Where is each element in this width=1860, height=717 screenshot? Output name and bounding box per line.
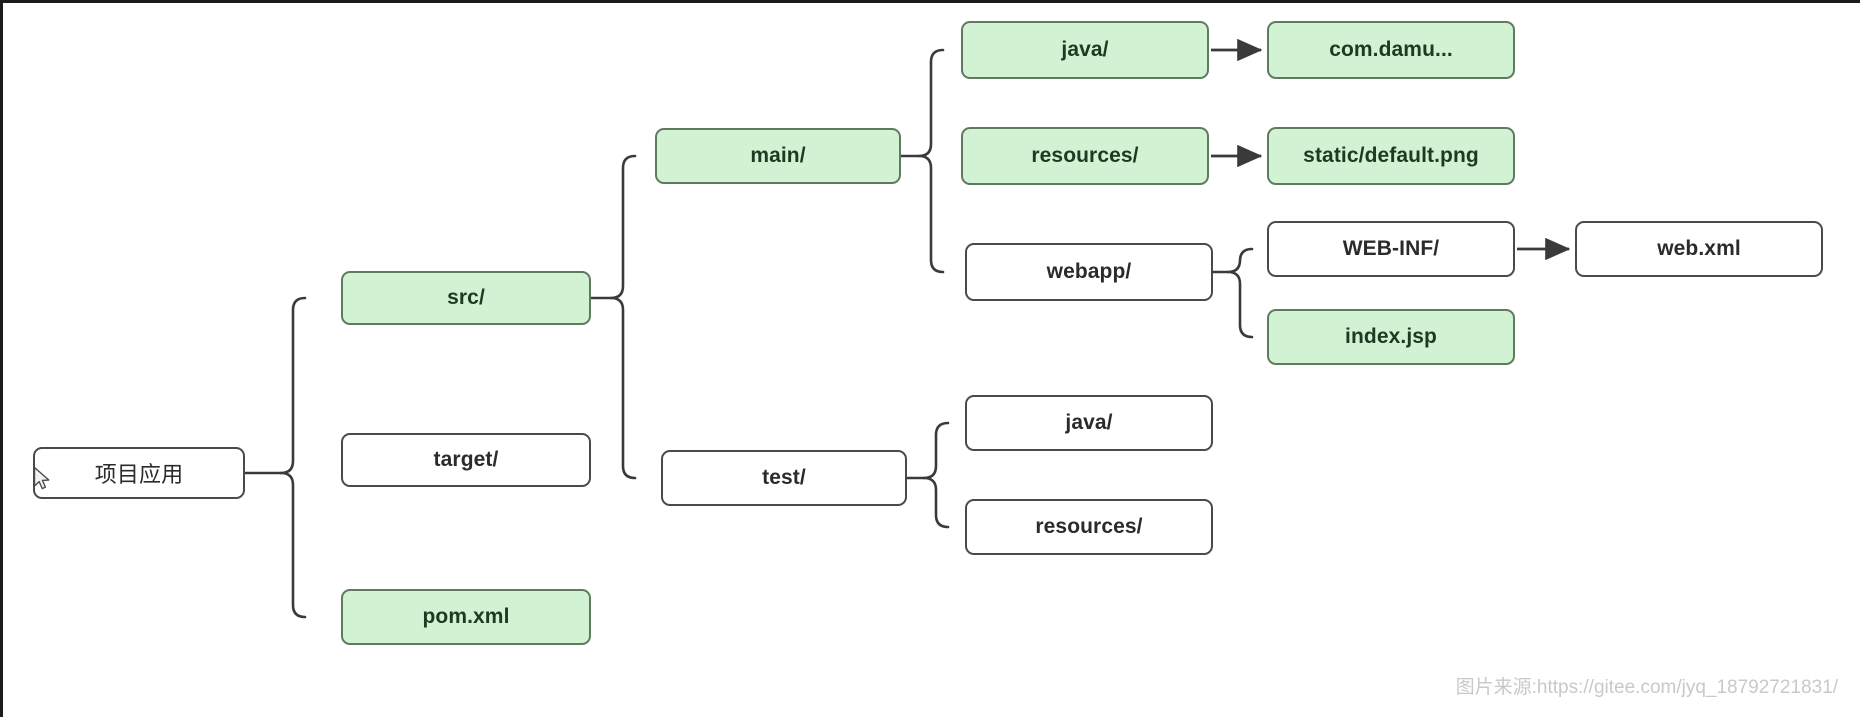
node-pom[interactable]: pom.xml	[341, 589, 591, 645]
node-webapp[interactable]: webapp/	[965, 243, 1213, 301]
node-label-resources: resources/	[1031, 144, 1139, 167]
node-label-src: src/	[447, 286, 485, 309]
brace-test	[905, 421, 950, 529]
node-label-web-inf: WEB-INF/	[1342, 237, 1440, 260]
node-label-main: main/	[750, 144, 806, 167]
brace-root	[243, 296, 307, 619]
node-label-index-jsp: index.jsp	[1345, 325, 1437, 348]
node-label-test-res: resources/	[1035, 515, 1143, 538]
node-label-static-png: static/default.png	[1303, 144, 1479, 167]
brace-webapp	[1211, 247, 1254, 339]
node-web-inf[interactable]: WEB-INF/	[1267, 221, 1515, 277]
node-test[interactable]: test/	[661, 450, 907, 506]
node-resources[interactable]: resources/	[961, 127, 1209, 185]
node-label-target: target/	[433, 448, 499, 471]
node-main[interactable]: main/	[655, 128, 901, 184]
watermark-text: 图片来源:https://gitee.com/jyq_18792721831/	[1455, 677, 1838, 698]
node-test-res[interactable]: resources/	[965, 499, 1213, 555]
node-root[interactable]: 项目应用	[33, 447, 245, 499]
node-com-damu[interactable]: com.damu...	[1267, 21, 1515, 79]
node-label-test: test/	[762, 466, 806, 489]
node-main-java[interactable]: java/	[961, 21, 1209, 79]
node-static-png[interactable]: static/default.png	[1267, 127, 1515, 185]
node-web-xml[interactable]: web.xml	[1575, 221, 1823, 277]
node-label-web-xml: web.xml	[1657, 237, 1741, 260]
brace-src	[589, 154, 637, 480]
node-label-root: 项目应用	[94, 462, 184, 487]
node-index-jsp[interactable]: index.jsp	[1267, 309, 1515, 365]
node-label-test-java: java/	[1065, 411, 1113, 434]
connector-layer	[243, 38, 1571, 619]
node-label-pom: pom.xml	[422, 605, 510, 628]
node-label-webapp: webapp/	[1046, 260, 1132, 283]
brace-main	[899, 48, 945, 274]
node-src[interactable]: src/	[341, 271, 591, 325]
node-label-com-damu: com.damu...	[1329, 38, 1453, 61]
node-target[interactable]: target/	[341, 433, 591, 487]
node-test-java[interactable]: java/	[965, 395, 1213, 451]
node-label-main-java: java/	[1061, 38, 1109, 61]
